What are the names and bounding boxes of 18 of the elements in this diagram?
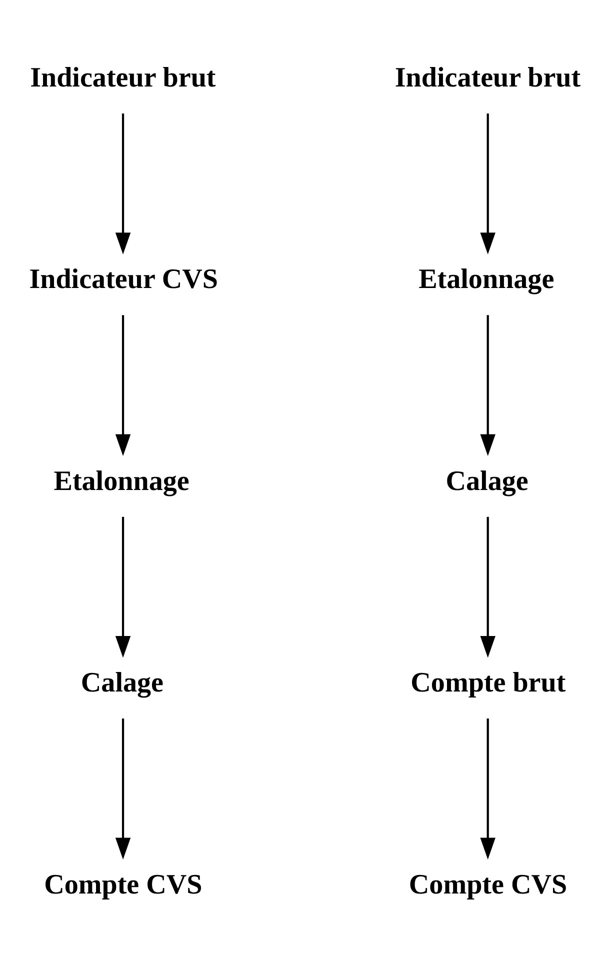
node-text: Indicateur brut (30, 62, 216, 93)
node-text: Calage (446, 465, 528, 496)
arrow (480, 718, 496, 859)
arrow (115, 516, 131, 658)
arrow (480, 516, 496, 658)
node-text: Calage (80, 667, 164, 698)
node-text: Compte CVS (408, 868, 568, 900)
arrow (480, 112, 496, 254)
node-text: Indicateur CVS (29, 264, 218, 295)
arrow (115, 112, 131, 254)
arrow (115, 314, 131, 456)
node-text: Etalonnage (418, 264, 554, 295)
arrow (480, 314, 496, 456)
arrow (115, 718, 131, 859)
node-text: Etalonnage (54, 465, 190, 496)
node-text: Compte brut (410, 667, 566, 698)
node-text: Compte CVS (44, 868, 202, 900)
node-text: Indicateur brut (394, 62, 581, 93)
